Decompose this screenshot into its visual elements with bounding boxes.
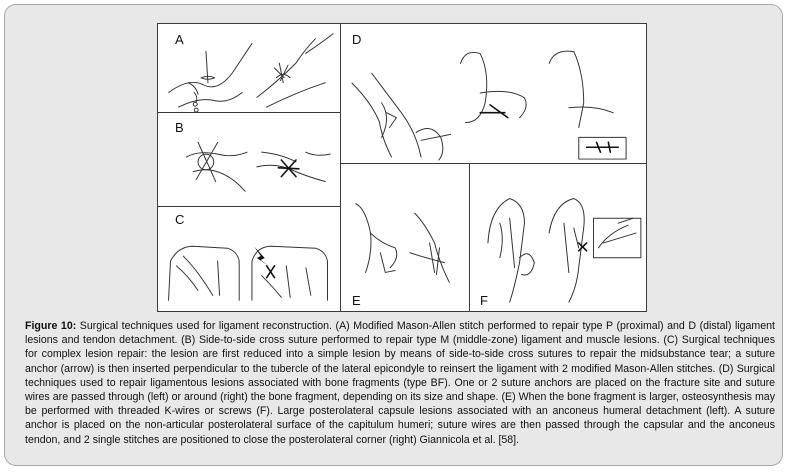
panel-e-illustration xyxy=(355,203,450,283)
figure-card: A B xyxy=(4,4,783,466)
panel-f: F xyxy=(469,163,647,312)
panel-label: B xyxy=(175,120,184,135)
panel-label: E xyxy=(352,293,361,308)
panel-label: A xyxy=(175,32,184,47)
panel-b-illustration xyxy=(185,141,331,192)
panel-label: D xyxy=(352,32,362,47)
panel-c: C xyxy=(157,206,341,312)
panel-e: E xyxy=(340,163,470,312)
panel-d-illustration xyxy=(351,50,627,161)
panel-a: A xyxy=(157,23,341,113)
panel-c-illustration xyxy=(168,245,328,301)
figure-caption: Figure 10: Surgical techniques used for … xyxy=(25,319,775,447)
panel-a-illustration xyxy=(168,33,334,112)
caption-text: Surgical techniques used for ligament re… xyxy=(25,320,775,446)
panel-label: C xyxy=(175,212,185,227)
panel-b: B xyxy=(157,112,341,207)
figure-image: A B xyxy=(157,23,647,312)
caption-label: Figure 10: xyxy=(25,320,77,332)
panel-d: D xyxy=(340,23,647,164)
panel-f-illustration xyxy=(487,198,642,303)
panel-label: F xyxy=(480,293,488,308)
